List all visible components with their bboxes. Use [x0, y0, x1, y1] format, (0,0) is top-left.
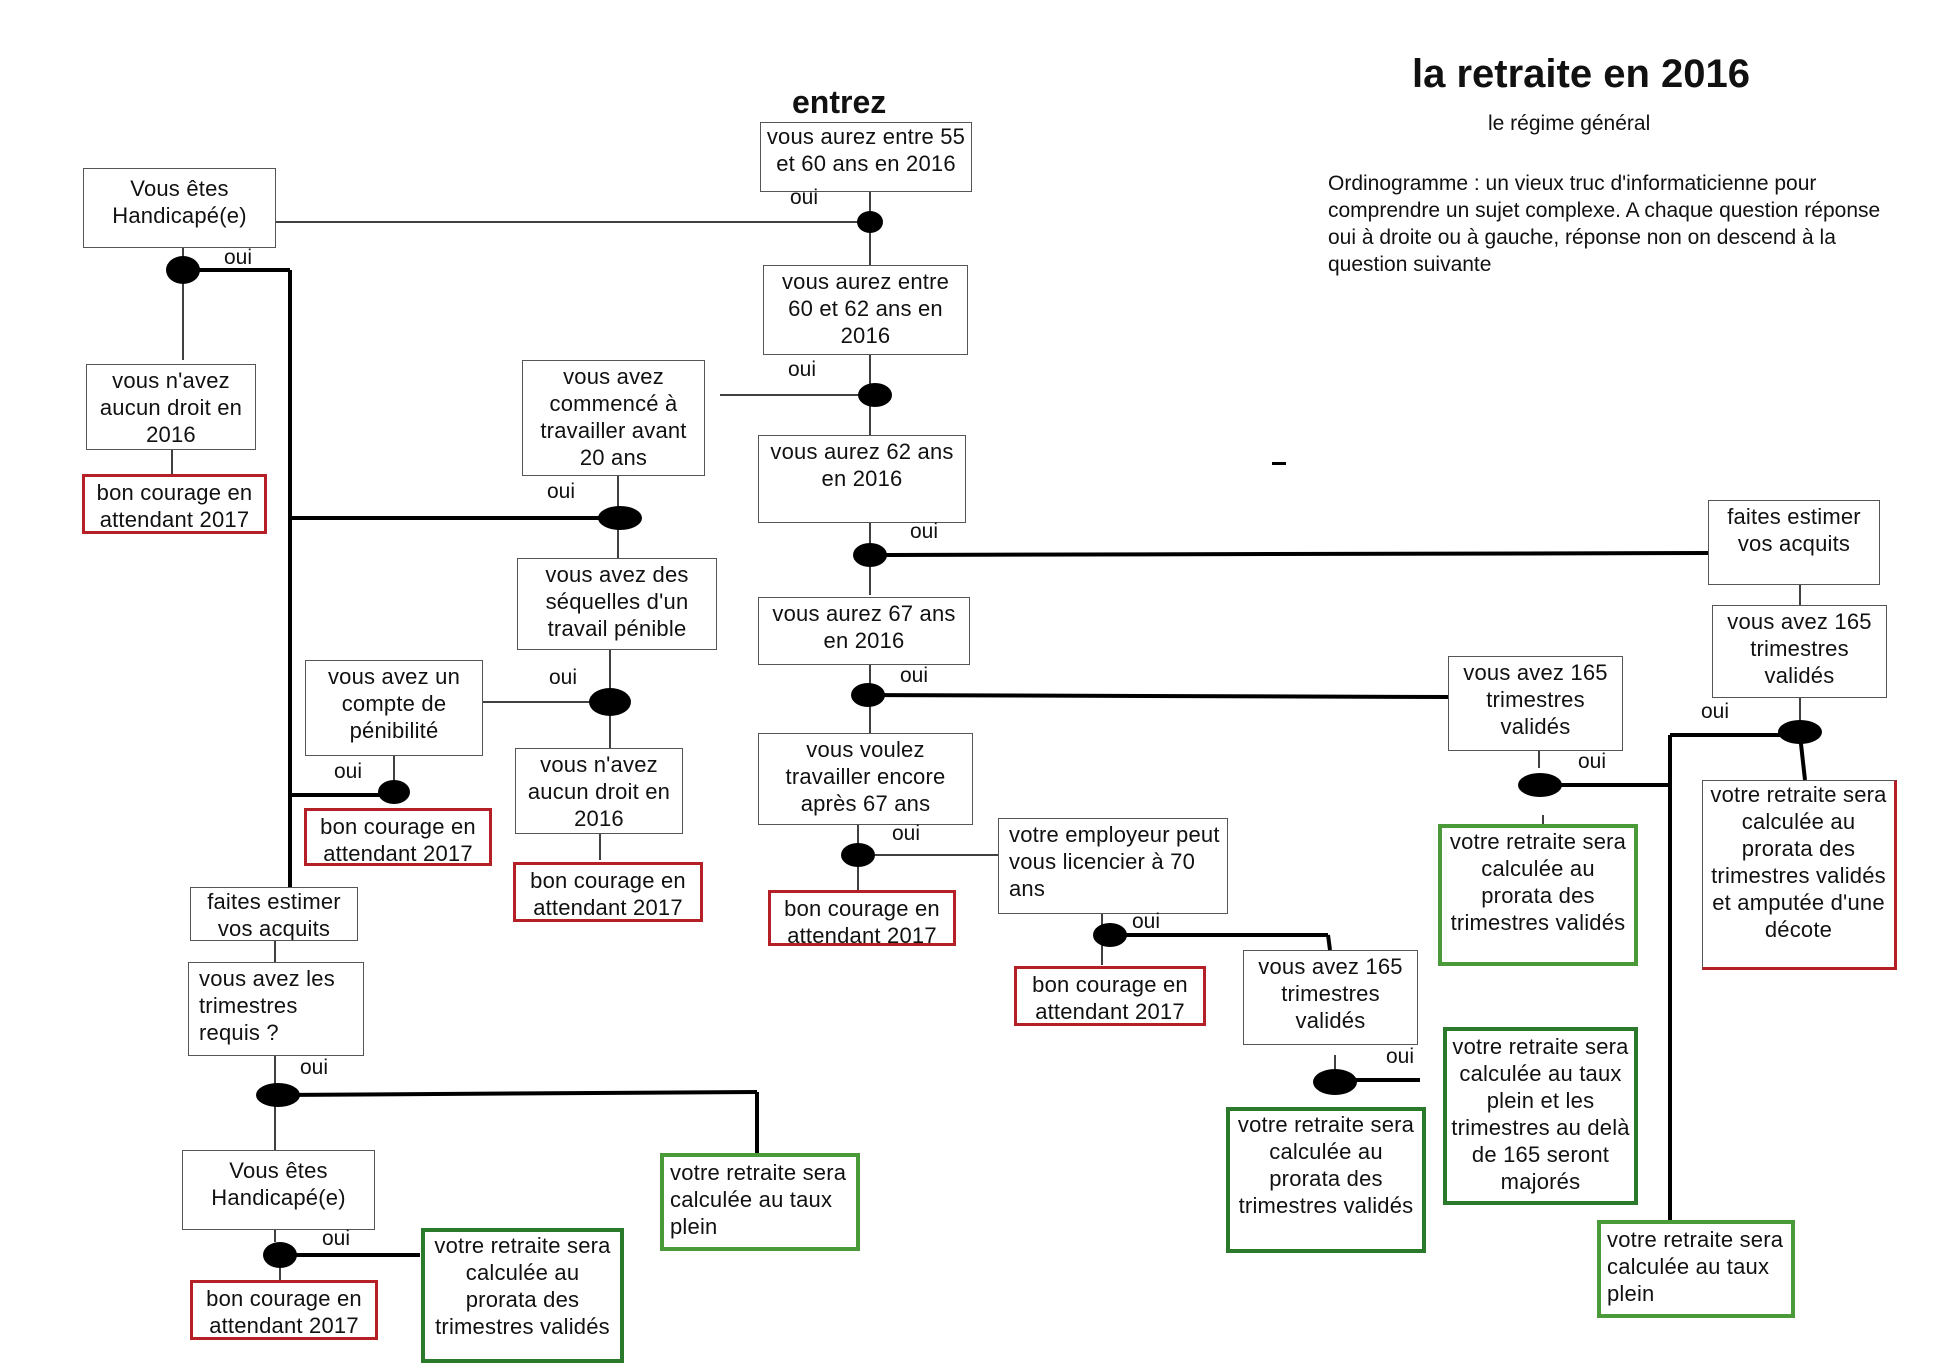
question-handicap-bottom: Vous êtes Handicapé(e) — [182, 1150, 375, 1230]
result-taux-plein-majores: votre retraite sera calculée au taux ple… — [1443, 1027, 1638, 1205]
yes-label: oui — [1578, 750, 1607, 773]
question-compte-penibilite: vous avez un compte de pénibilité — [305, 660, 483, 756]
diagram-title: la retraite en 2016 — [1412, 52, 1750, 96]
yes-label: oui — [892, 822, 921, 845]
question-165-a: vous avez 165 trimestres validés — [1448, 656, 1623, 751]
result-prorata-left: votre retraite sera calculée au prorata … — [421, 1228, 624, 1363]
question-55-60: vous aurez entre 55 et 60 ans en 2016 — [760, 122, 972, 192]
no-right-top: vous n'avez aucun droit en 2016 — [86, 364, 256, 450]
no-right-mid: vous n'avez aucun droit en 2016 — [515, 748, 683, 834]
yes-label: oui — [790, 186, 819, 209]
result-prorata-decote: votre retraite sera calculée au prorata … — [1702, 780, 1897, 970]
yes-label: oui — [334, 760, 363, 783]
result-prorata-right: votre retraite sera calculée au prorata … — [1438, 824, 1638, 966]
estimate-left: faites estimer vos acquits — [190, 887, 358, 941]
question-trimestres-requis: vous avez les trimestres requis ? — [188, 962, 364, 1056]
question-employer: votre employeur peut vous licencier à 70… — [998, 818, 1228, 914]
start-label: entrez — [792, 84, 887, 120]
question-165-c: vous avez 165 trimestres validés — [1243, 950, 1418, 1045]
result-taux-plein-left: votre retraite sera calculée au taux ple… — [660, 1153, 860, 1251]
question-60-62: vous aurez entre 60 et 62 ans en 2016 — [763, 265, 968, 355]
dead-end-top-left: bon courage en attendant 2017 — [82, 474, 267, 534]
yes-label: oui — [300, 1056, 329, 1079]
question-handicap-top: Vous êtes Handicapé(e) — [83, 168, 276, 248]
diagram-description: Ordinogramme : un vieux truc d'informati… — [1328, 172, 1881, 276]
yes-label: oui — [549, 666, 578, 689]
dead-end-penibilite: bon courage en attendant 2017 — [304, 808, 492, 866]
question-before-20: vous avez commencé à travailler avant 20… — [522, 360, 705, 476]
yes-label: oui — [1132, 910, 1161, 933]
estimate-right: faites estimer vos acquits — [1708, 500, 1880, 585]
result-taux-plein-right: votre retraite sera calculée au taux ple… — [1597, 1220, 1795, 1318]
question-sequelles: vous avez des séquelles d'un travail pén… — [517, 558, 717, 650]
dead-end-mid: bon courage en attendant 2017 — [513, 862, 703, 922]
yes-label: oui — [788, 358, 817, 381]
dead-end-employer: bon courage en attendant 2017 — [1014, 966, 1206, 1026]
question-165-b: vous avez 165 trimestres validés — [1712, 605, 1887, 698]
yes-label: oui — [900, 664, 929, 687]
yes-label: oui — [322, 1227, 351, 1250]
yes-label: oui — [547, 480, 576, 503]
diagram-subtitle: le régime général — [1488, 112, 1651, 135]
yes-label: oui — [910, 520, 939, 543]
dead-end-bottom-left: bon courage en attendant 2017 — [190, 1280, 378, 1340]
question-62: vous aurez 62 ans en 2016 — [758, 435, 966, 523]
dead-end-after-67: bon courage en attendant 2017 — [768, 890, 956, 946]
yes-label: oui — [1386, 1045, 1415, 1068]
question-work-after-67: vous voulez travailler encore après 67 a… — [758, 733, 973, 825]
yes-label: oui — [1701, 700, 1730, 723]
result-prorata-center: votre retraite sera calculée au prorata … — [1226, 1107, 1426, 1253]
yes-label: oui — [224, 246, 253, 269]
question-67: vous aurez 67 ans en 2016 — [758, 597, 970, 665]
